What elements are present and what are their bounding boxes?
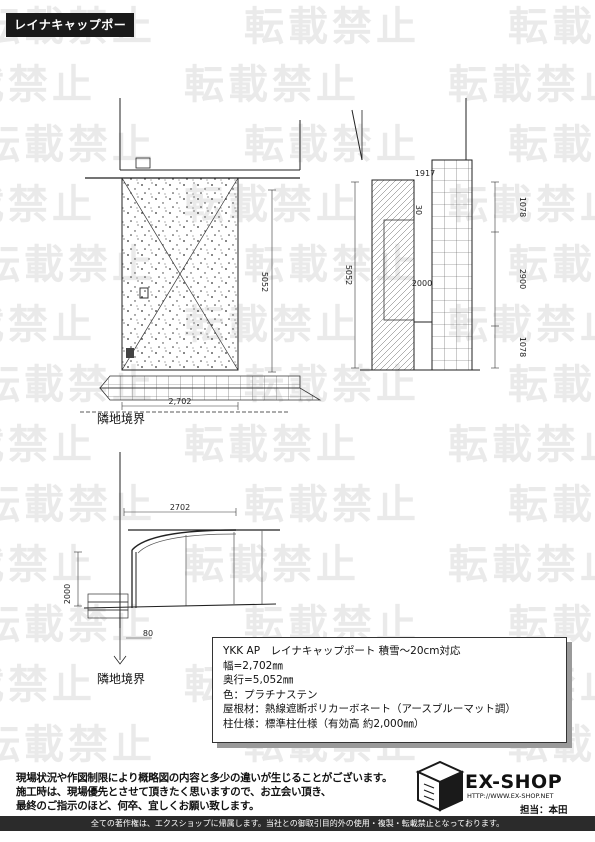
spec-line: 屋根材：熱線遮断ポリカーボネート（アースブルーマット調） bbox=[223, 703, 516, 715]
dim-label: 2000 bbox=[63, 584, 72, 604]
side-house-wall bbox=[351, 98, 467, 161]
logo-cube-icon bbox=[415, 760, 465, 812]
front-dim-width: 2702 bbox=[123, 503, 237, 516]
dim-label: 30 bbox=[414, 205, 423, 215]
plan-post bbox=[139, 287, 149, 299]
spec-line: 幅=2,702㎜ bbox=[223, 659, 283, 672]
front-ground bbox=[83, 603, 277, 609]
house-wall bbox=[85, 98, 301, 179]
spec-line: YKK AP レイナキャップポート 積雪～20cm対応 bbox=[223, 645, 461, 657]
side-dim-right: 1078 2900 1078 bbox=[491, 181, 527, 369]
spec-line: 奥行=5,052㎜ bbox=[223, 674, 294, 686]
plan-steps bbox=[99, 375, 322, 401]
front-steps bbox=[87, 593, 129, 619]
logo-url: HTTP://WWW.EX-SHOP.NET bbox=[467, 792, 554, 800]
front-view: 2702 2000 80 隣地境界 bbox=[63, 452, 280, 686]
dim-label: 5052 bbox=[260, 272, 269, 292]
dim-label: 80 bbox=[143, 629, 153, 638]
plan-dim-width: 2,702 bbox=[121, 397, 239, 410]
page-title: レイナキャップポート bbox=[6, 13, 134, 56]
person-in-charge: 担当：本田 bbox=[520, 805, 568, 816]
plan-post bbox=[126, 348, 134, 358]
footer-copyright: 全ての著作権は、エクスショップに帰属します。当社との御取引目的外の使用・複製・転… bbox=[0, 816, 595, 831]
side-view: 5052 1917 30 2000 1078 2900 1078 bbox=[344, 98, 527, 371]
front-roof-arch bbox=[131, 529, 237, 551]
side-dim-total: 5052 bbox=[344, 181, 359, 369]
plan-view: 5052 2,702 隣地境界 bbox=[80, 98, 322, 426]
dim-label: 2702 bbox=[170, 503, 190, 512]
plan-dim-depth: 5052 bbox=[260, 189, 276, 373]
spec-box: YKK AP レイナキャップポート 積雪～20cm対応 幅=2,702㎜ 奥行=… bbox=[212, 637, 567, 743]
dim-label: 1078 bbox=[518, 337, 527, 357]
logo-name: EX-SHOP bbox=[465, 771, 563, 793]
spec-line: 柱仕様：標準柱仕様（有効高 約2,000㎜） bbox=[223, 717, 425, 730]
roof-diagonal bbox=[121, 177, 239, 371]
boundary-label: 隣地境界 bbox=[97, 411, 145, 426]
dim-label: 1917 bbox=[415, 169, 435, 178]
front-dim-offset: 80 bbox=[126, 629, 153, 639]
note-line: 現場状況や作図制限により概略図の内容と多少の違いが生じることがございます。 bbox=[16, 772, 393, 784]
side-grid-panel bbox=[431, 159, 473, 371]
dim-label: 2000 bbox=[412, 279, 432, 288]
dim-label: 5052 bbox=[344, 265, 353, 285]
dim-label: 1078 bbox=[518, 197, 527, 217]
note-line: 最終のご指示のほど、何卒、宜しくお願い致します。 bbox=[16, 800, 260, 812]
spec-line: 色：プラチナステン bbox=[223, 688, 318, 701]
boundary-label: 隣地境界 bbox=[97, 671, 145, 686]
notes: 現場状況や作図制限により概略図の内容と多少の違いが生じることがございます。 施工… bbox=[16, 771, 406, 813]
side-roof bbox=[371, 179, 415, 371]
dim-label: 2,702 bbox=[169, 397, 192, 406]
note-line: 施工時は、現場優先とさせて頂きたく思いますので、お立会い頂き、 bbox=[16, 786, 332, 798]
front-dim-height: 2000 bbox=[63, 551, 82, 607]
side-frame bbox=[383, 219, 415, 321]
dim-label: 2900 bbox=[518, 269, 527, 289]
boundary-marker bbox=[113, 655, 127, 665]
front-roof-arch bbox=[137, 533, 237, 554]
